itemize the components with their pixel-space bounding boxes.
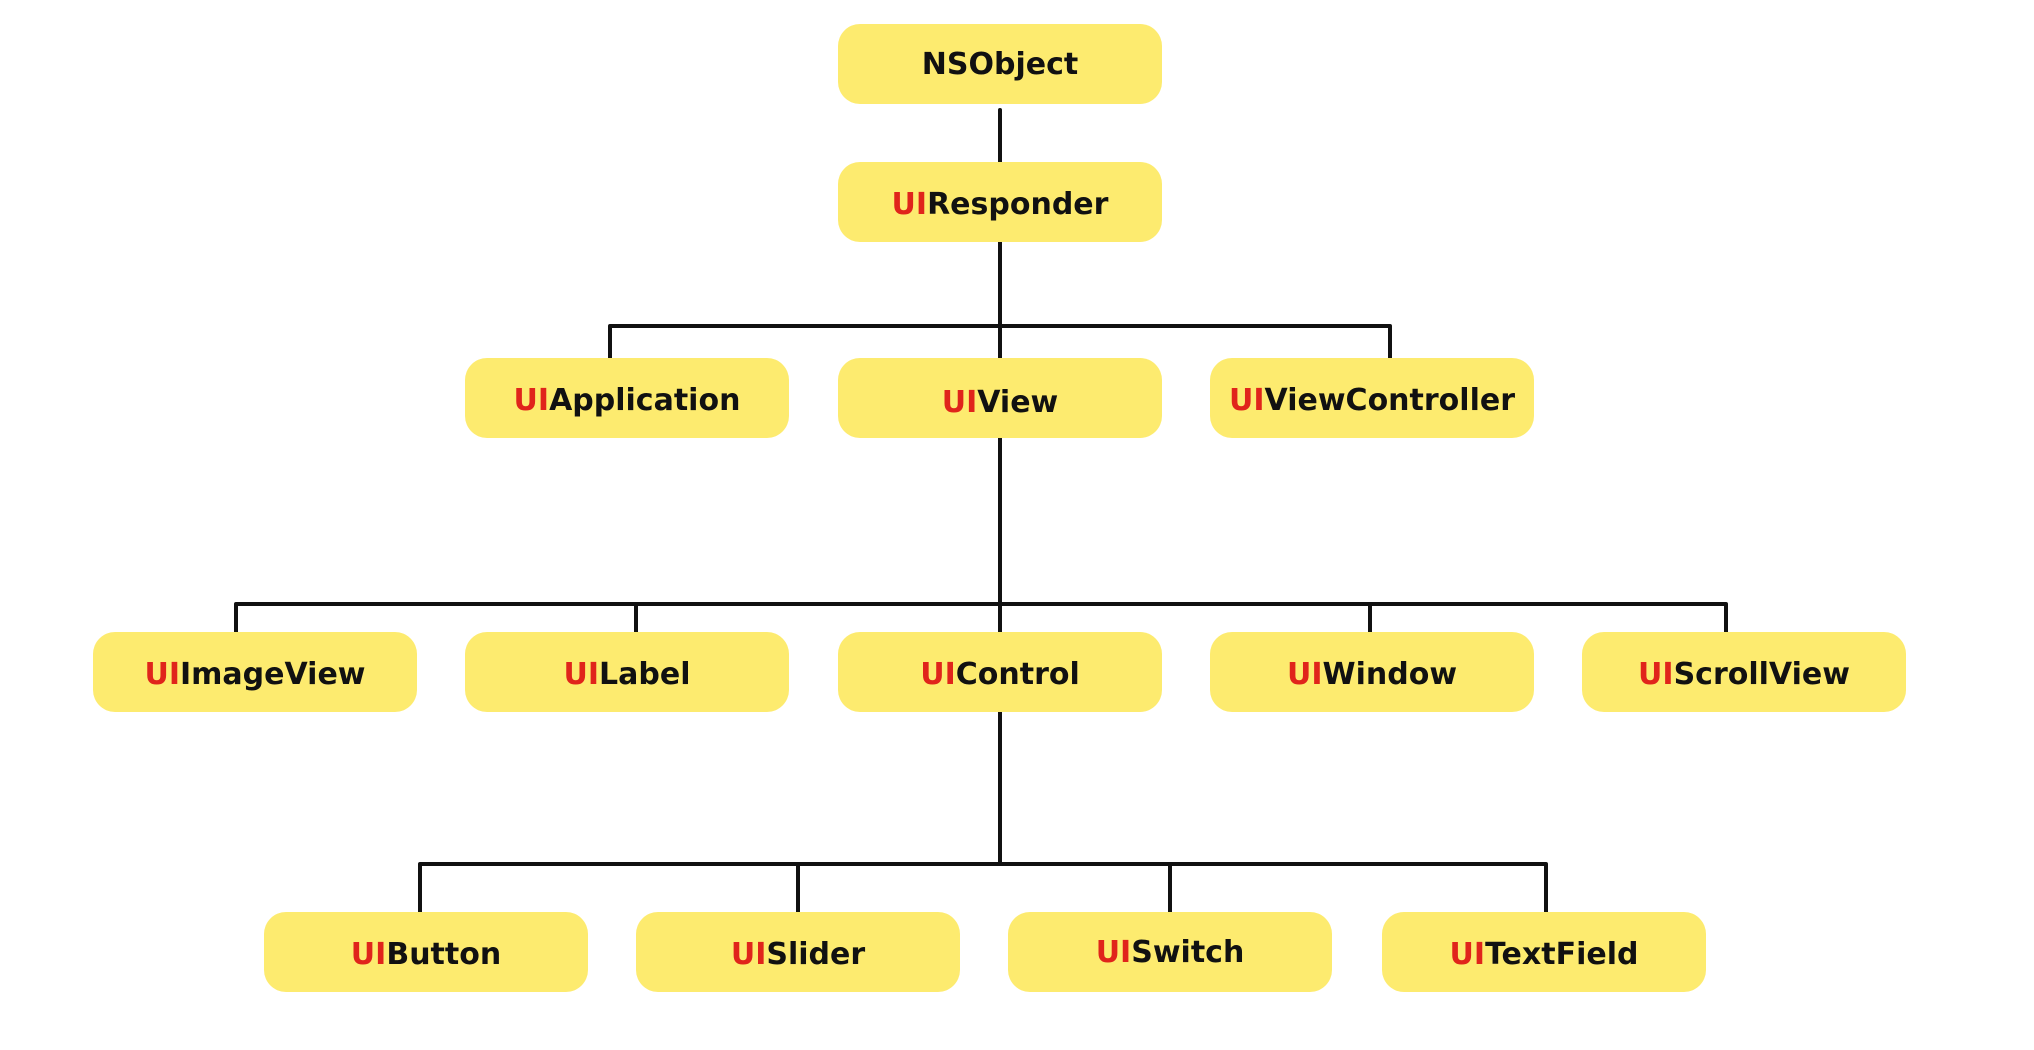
node-uibutton: UIButton bbox=[264, 912, 588, 992]
svg-text:UIImageView: UIImageView bbox=[144, 657, 365, 692]
node-prefix: UI bbox=[144, 657, 180, 692]
node-name: Control bbox=[956, 657, 1080, 692]
node-uiresponder: UIResponder bbox=[838, 162, 1162, 242]
node-name: ScrollView bbox=[1674, 657, 1850, 692]
node-name: ImageView bbox=[180, 657, 366, 692]
svg-text:UISlider: UISlider bbox=[731, 937, 866, 972]
node-name: ViewController bbox=[1265, 383, 1516, 418]
svg-text:UILabel: UILabel bbox=[564, 657, 691, 692]
svg-text:UIView: UIView bbox=[942, 385, 1059, 420]
node-name: Responder bbox=[927, 187, 1109, 222]
edge-uicontrol-children bbox=[418, 710, 1548, 914]
node-name: TextField bbox=[1485, 937, 1638, 972]
edge-uiview-children bbox=[234, 436, 1728, 634]
node-prefix: UI bbox=[942, 385, 978, 420]
node-prefix: UI bbox=[351, 937, 387, 972]
node-name: Switch bbox=[1131, 935, 1244, 970]
svg-text:NSObject: NSObject bbox=[922, 47, 1078, 82]
node-name: NSObject bbox=[922, 47, 1078, 82]
node-uilabel: UILabel bbox=[465, 632, 789, 712]
node-prefix: UI bbox=[1229, 383, 1265, 418]
node-name: Button bbox=[386, 937, 501, 972]
svg-text:UIViewController: UIViewController bbox=[1229, 383, 1515, 418]
node-uiswitch: UISwitch bbox=[1008, 912, 1332, 992]
node-prefix: UI bbox=[514, 383, 550, 418]
node-name: View bbox=[977, 385, 1058, 420]
node-uiview: UIView bbox=[838, 358, 1162, 438]
node-name: Window bbox=[1323, 657, 1458, 692]
svg-text:UIApplication: UIApplication bbox=[514, 383, 741, 418]
node-name: Application bbox=[549, 383, 740, 418]
node-uitextfield: UITextField bbox=[1382, 912, 1706, 992]
svg-text:UIScrollView: UIScrollView bbox=[1638, 657, 1850, 692]
node-uislider: UISlider bbox=[636, 912, 960, 992]
node-nsobject: NSObject bbox=[838, 24, 1162, 104]
node-prefix: UI bbox=[564, 657, 600, 692]
svg-text:UISwitch: UISwitch bbox=[1096, 935, 1245, 970]
node-prefix: UI bbox=[731, 937, 767, 972]
svg-text:UIResponder: UIResponder bbox=[892, 187, 1109, 222]
node-name: Label bbox=[599, 657, 690, 692]
node-prefix: UI bbox=[1096, 935, 1132, 970]
connectors bbox=[234, 108, 1728, 914]
svg-text:UIControl: UIControl bbox=[920, 657, 1080, 692]
node-prefix: UI bbox=[1287, 657, 1323, 692]
svg-text:UIButton: UIButton bbox=[351, 937, 501, 972]
node-uiapplication: UIApplication bbox=[465, 358, 789, 438]
node-uiviewcontroller: UIViewController bbox=[1210, 358, 1534, 438]
node-name: Slider bbox=[766, 937, 865, 972]
svg-text:UITextField: UITextField bbox=[1450, 937, 1639, 972]
node-uiwindow: UIWindow bbox=[1210, 632, 1534, 712]
node-uiimageview: UIImageView bbox=[93, 632, 417, 712]
edge-uiresponder-children bbox=[608, 240, 1392, 360]
node-uicontrol: UIControl bbox=[838, 632, 1162, 712]
node-prefix: UI bbox=[920, 657, 956, 692]
node-prefix: UI bbox=[892, 187, 928, 222]
node-prefix: UI bbox=[1638, 657, 1674, 692]
svg-text:UIWindow: UIWindow bbox=[1287, 657, 1457, 692]
node-uiscrollview: UIScrollView bbox=[1582, 632, 1906, 712]
node-prefix: UI bbox=[1450, 937, 1486, 972]
